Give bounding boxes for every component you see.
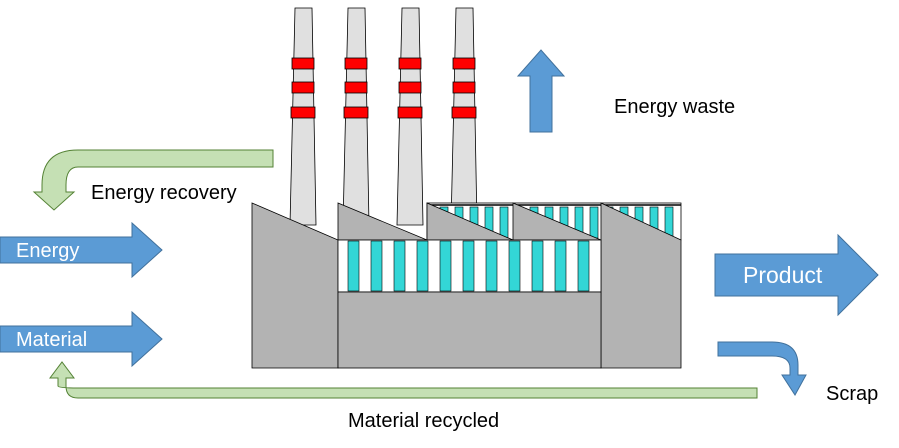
chimney-1 [289,7,317,226]
front-window-pane [393,240,406,292]
front-window-pane [508,240,521,292]
front-window-pane [416,240,429,292]
front-window-pane [554,240,567,292]
front-window-pane [462,240,475,292]
front-window-pane [370,240,383,292]
factory-building [251,202,682,369]
front-window-pane [347,240,360,292]
energy-recovery-label: Energy recovery [91,182,237,204]
chimney-4 [450,7,478,226]
material-recycled-arrow [49,361,758,399]
chimneys [289,7,478,226]
back-window-pane [499,206,509,239]
product-arrow [714,233,879,317]
energy-recovery-arrow [32,149,274,211]
scrap-label: Scrap [826,383,879,405]
energy-arrow [0,221,163,279]
chimney-3 [396,7,424,226]
material-label: Material [16,329,88,351]
energy-waste-label: Energy waste [614,96,736,118]
front-window-pane [577,240,590,292]
back-window-pane [589,206,599,239]
chimney-2 [342,7,370,226]
energy-label: Energy [16,240,80,262]
material-recycled-label: Material recycled [348,410,500,432]
front-window-pane [485,240,498,292]
front-window-pane [531,240,544,292]
energy-waste-arrow [516,49,566,133]
scrap-arrow [717,341,807,396]
material-arrow [0,310,163,368]
product-label: Product [743,262,823,288]
front-window-pane [439,240,452,292]
